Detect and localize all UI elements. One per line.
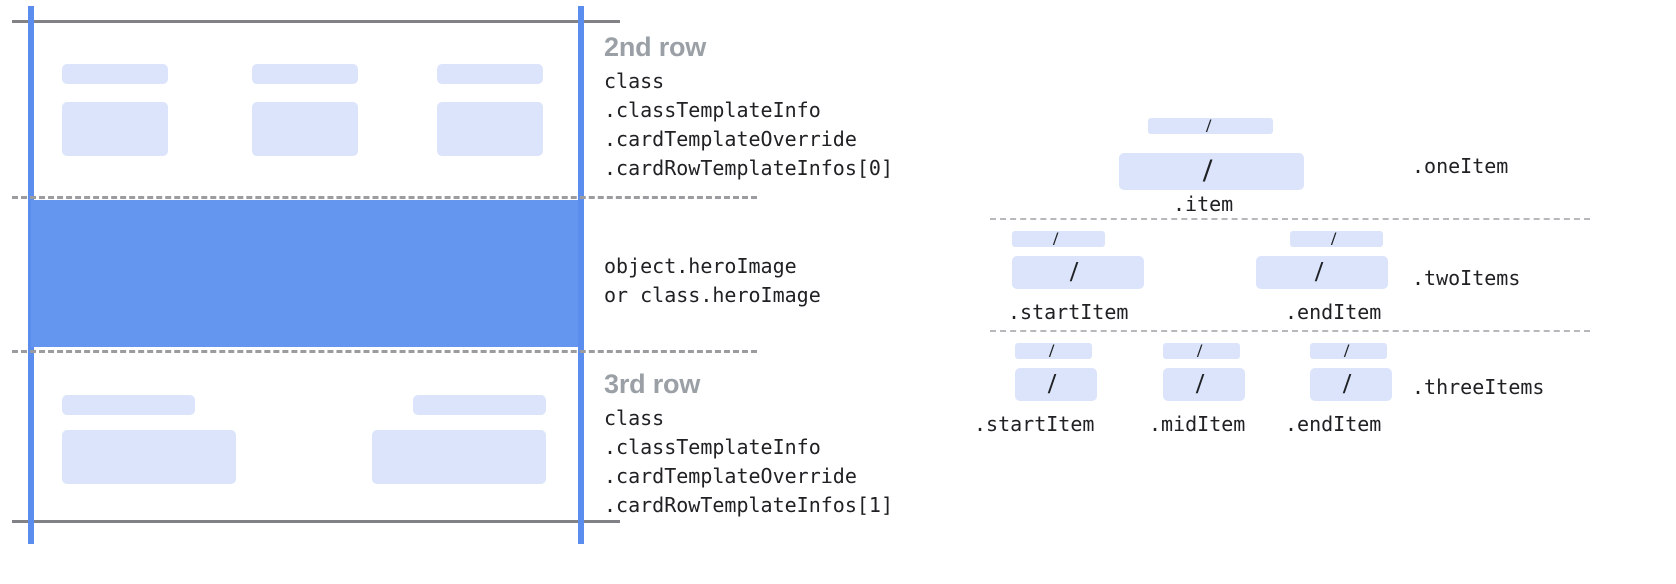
second-row-code-line-1: class — [604, 69, 665, 93]
second-row-code-line-4: .cardRowTemplateInfos[0] — [604, 156, 893, 180]
two-items-end-top-chip — [1290, 231, 1383, 247]
third-row-heading: 3rd row — [604, 369, 701, 399]
second-row-label-placeholder-1 — [62, 64, 168, 84]
three-items-mid-label: .midItem — [1149, 412, 1246, 436]
hero-image-band — [31, 200, 578, 347]
second-row-code-line-3: .cardTemplateOverride — [604, 127, 857, 151]
third-row-image-placeholder-1 — [62, 430, 236, 484]
two-items-start-label: .startItem — [1008, 300, 1129, 324]
third-row-code-line-3: .cardTemplateOverride — [604, 464, 857, 488]
second-row-image-placeholder-2 — [252, 102, 358, 156]
second-row-image-placeholder-3 — [437, 102, 543, 156]
one-item-group-label: .oneItem — [1412, 154, 1509, 178]
second-row-label-placeholder-2 — [252, 64, 358, 84]
row-separator-bottom — [12, 350, 757, 353]
two-items-start-top-chip — [1012, 231, 1105, 247]
item-layout-diagram: / / .item .oneItem / / .startItem / / .e… — [960, 0, 1676, 584]
three-items-start-top-chip — [1015, 343, 1092, 359]
second-row-heading: 2nd row — [604, 32, 707, 62]
third-row-label-placeholder-2 — [413, 395, 546, 415]
hero-row-annotation: object.heroImage or class.heroImage — [604, 252, 821, 310]
hero-row-code-line-1: object.heroImage — [604, 254, 797, 278]
third-row-image-placeholder-2 — [372, 430, 546, 484]
third-row-label-placeholder-1 — [62, 395, 195, 415]
three-items-group-label: .threeItems — [1412, 375, 1545, 399]
two-items-end-main-chip — [1256, 256, 1388, 289]
card-top-border — [12, 20, 620, 23]
three-items-end-top-chip — [1310, 343, 1387, 359]
third-row-code-line-1: class — [604, 406, 665, 430]
two-items-end-label: .endItem — [1285, 300, 1382, 324]
card-right-guide-line — [578, 6, 584, 544]
second-row-code-line-2: .classTemplateInfo — [604, 98, 821, 122]
third-row-code-line-4: .cardRowTemplateInfos[1] — [604, 493, 893, 517]
three-items-mid-top-chip — [1163, 343, 1240, 359]
three-items-mid-main-chip — [1163, 368, 1245, 401]
item-group-separator-1 — [990, 218, 1590, 220]
one-item-top-chip — [1148, 118, 1273, 134]
two-items-group-label: .twoItems — [1412, 266, 1521, 290]
card-template-diagram: 2nd row class .classTemplateInfo .cardTe… — [12, 6, 893, 544]
third-row-code-line-2: .classTemplateInfo — [604, 435, 821, 459]
three-items-start-main-chip — [1015, 368, 1097, 401]
three-items-end-main-chip — [1310, 368, 1392, 401]
two-items-start-main-chip — [1012, 256, 1144, 289]
one-item-main-chip — [1119, 153, 1304, 190]
third-row-annotation: 3rd row class .classTemplateInfo .cardTe… — [604, 369, 893, 520]
second-row-label-placeholder-3 — [437, 64, 543, 84]
hero-row-code-line-2: or class.heroImage — [604, 283, 821, 307]
three-items-end-label: .endItem — [1285, 412, 1382, 436]
three-items-start-label: .startItem — [974, 412, 1095, 436]
second-row-image-placeholder-1 — [62, 102, 168, 156]
row-separator-top — [12, 196, 757, 199]
one-item-cell-label: .item — [1173, 192, 1234, 216]
item-group-separator-2 — [990, 330, 1590, 332]
card-bottom-border — [12, 520, 620, 523]
second-row-annotation: 2nd row class .classTemplateInfo .cardTe… — [604, 32, 893, 183]
